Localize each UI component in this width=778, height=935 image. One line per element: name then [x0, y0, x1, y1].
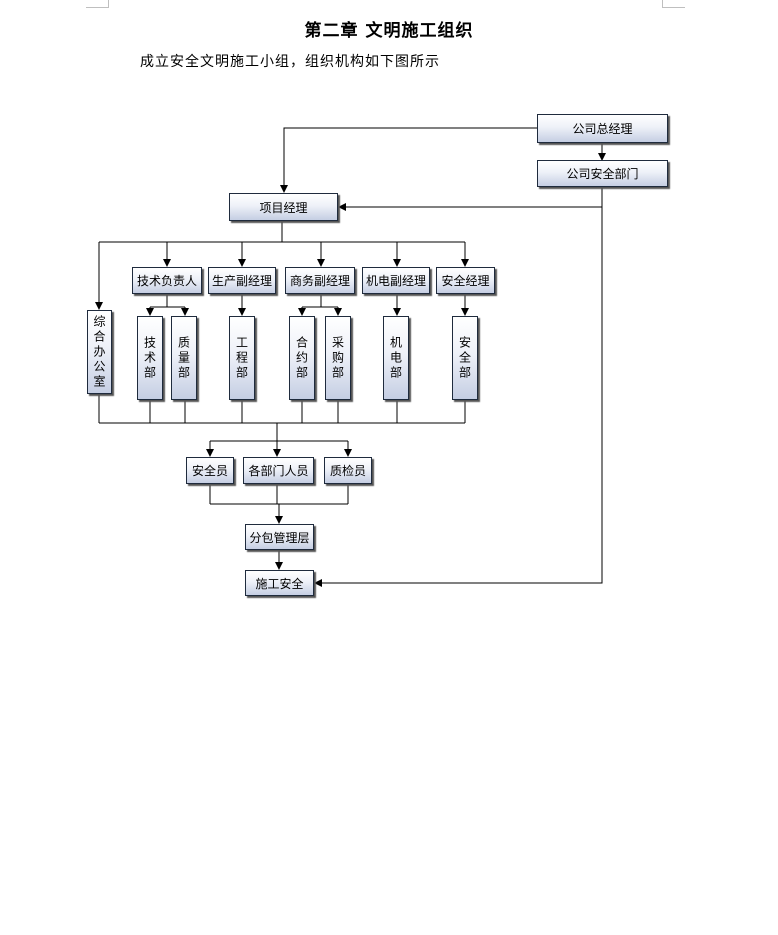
node-mech-elec-dept: 机电部: [383, 316, 409, 400]
node-quality-dept: 质量部: [171, 316, 197, 400]
node-general-manager: 公司总经理: [537, 114, 668, 143]
node-engineering-dept: 工程部: [229, 316, 255, 400]
node-technical-lead: 技术负责人: [132, 267, 202, 294]
page-corner-mark-right: [662, 0, 685, 8]
node-safety-manager: 安全经理: [436, 267, 495, 294]
node-general-office: 综合办公室: [87, 310, 112, 394]
node-business-deputy: 商务副经理: [285, 267, 355, 294]
intro-paragraph: 成立安全文明施工小组，组织机构如下图所示: [140, 54, 440, 70]
node-production-deputy: 生产副经理: [208, 267, 276, 294]
node-safety-officer: 安全员: [186, 457, 234, 484]
chapter-title: 第二章 文明施工组织: [304, 21, 474, 41]
node-company-safety-dept: 公司安全部门: [537, 160, 668, 187]
page-corner-mark-left: [86, 0, 109, 8]
node-subcontract-management: 分包管理层: [245, 524, 314, 550]
node-dept-staff: 各部门人员: [243, 457, 314, 484]
node-technical-dept: 技术部: [137, 316, 163, 400]
node-construction-safety: 施工安全: [245, 570, 314, 596]
node-quality-inspector: 质检员: [324, 457, 372, 484]
node-contract-dept: 合约部: [289, 316, 315, 400]
node-procurement-dept: 采购部: [325, 316, 351, 400]
node-mech-elec-deputy: 机电副经理: [362, 267, 430, 294]
node-safety-dept: 安全部: [452, 316, 478, 400]
node-project-manager: 项目经理: [229, 193, 338, 221]
